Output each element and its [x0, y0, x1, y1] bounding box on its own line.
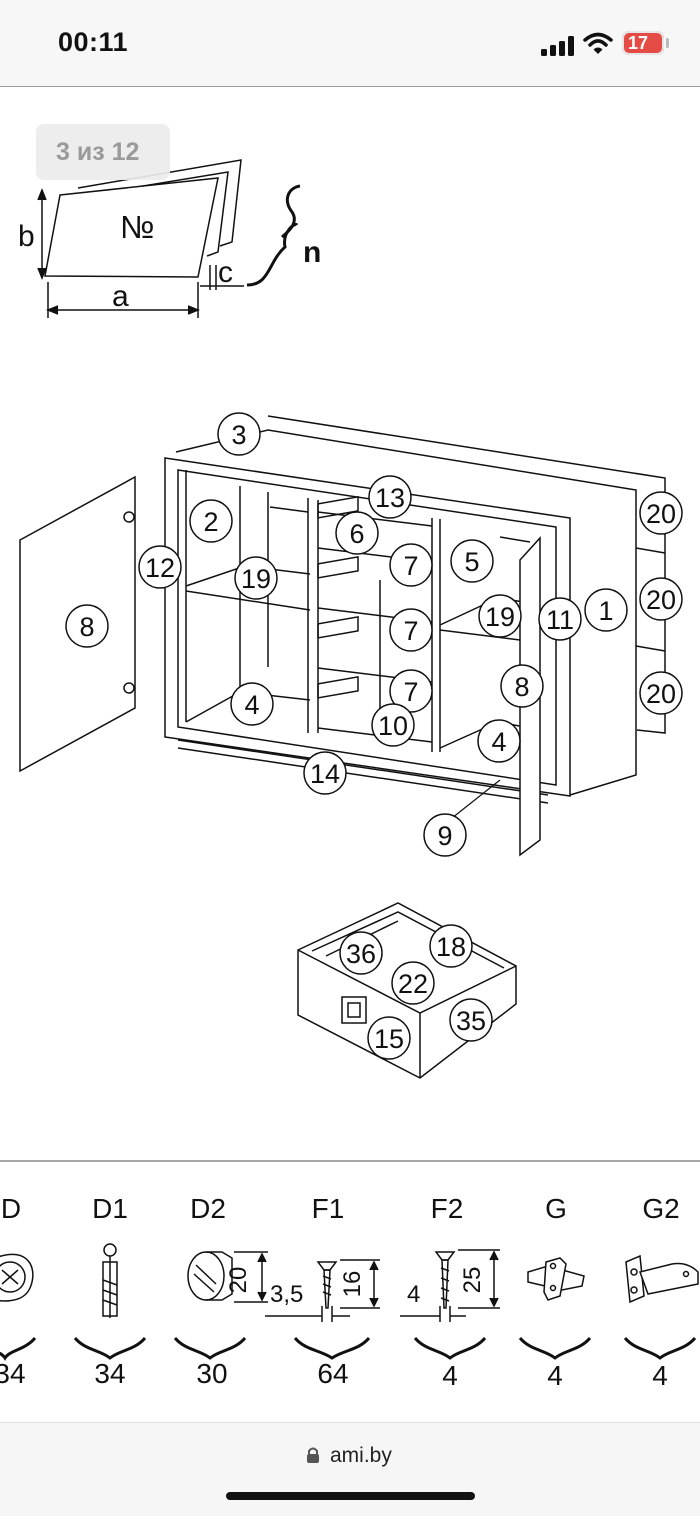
hardware-qty-g2: 4 [652, 1360, 668, 1391]
callout-11: 11 [546, 605, 574, 635]
hardware-qty-f1: 64 [317, 1358, 348, 1389]
callout-6: 6 [349, 519, 364, 549]
hardware-d-drawing [0, 1253, 34, 1302]
dim-c-label: c [218, 256, 233, 289]
quantity-braces [0, 1336, 697, 1361]
f1-width-label: 3,5 [270, 1281, 303, 1308]
hardware-code-f2: F2 [431, 1193, 464, 1224]
status-time: 00:11 [58, 27, 129, 57]
battery-tip [666, 38, 669, 48]
f2-width-label: 4 [407, 1281, 420, 1308]
hardware-code-d2: D2 [190, 1193, 226, 1224]
callout-3: 3 [231, 420, 246, 450]
callout-36: 36 [346, 939, 376, 969]
callout-20-top: 20 [646, 499, 676, 529]
panel-legend-diagram [37, 159, 301, 318]
callout-19-right: 19 [485, 602, 515, 632]
cellular-signal-icon [541, 36, 574, 56]
home-indicator[interactable] [226, 1492, 475, 1500]
callout-9: 9 [437, 821, 452, 851]
hardware-qty-g: 4 [547, 1360, 563, 1391]
hardware-qty-f2: 4 [442, 1360, 458, 1391]
callout-22: 22 [398, 969, 428, 999]
hardware-f1-drawing [265, 1259, 380, 1322]
callout-1: 1 [598, 596, 613, 626]
multiplier-n-label: n [303, 236, 321, 269]
hardware-qty-d2: 30 [196, 1358, 227, 1389]
status-bar: 00:11 17 [0, 0, 700, 87]
callout-19-left: 19 [241, 564, 271, 594]
dim-a-label: a [112, 280, 129, 313]
wifi-icon [583, 32, 613, 54]
callout-10: 10 [378, 711, 408, 741]
callout-7-middle: 7 [403, 616, 418, 646]
hardware-g2-drawing [625, 1254, 699, 1304]
hardware-code-g: G [545, 1193, 567, 1224]
callout-5: 5 [464, 547, 479, 577]
f1-height-label: 16 [339, 1271, 366, 1298]
dim-b-label: b [18, 220, 35, 253]
hardware-qty-d1: 34 [94, 1358, 125, 1389]
callout-20-middle: 20 [646, 585, 676, 615]
callout-8-right: 8 [514, 672, 529, 702]
hardware-code-d1: D1 [92, 1193, 128, 1224]
page-counter-text: 3 из 12 [56, 138, 140, 166]
hardware-d2-drawing [187, 1251, 268, 1303]
hardware-code-g2: G2 [642, 1193, 679, 1224]
callout-20-bottom: 20 [646, 679, 676, 709]
page-counter: 3 из 12 [36, 124, 170, 180]
callout-18: 18 [436, 932, 466, 962]
callout-2: 2 [203, 507, 218, 537]
url-text: ami.by [330, 1444, 392, 1467]
hardware-f2-drawing [400, 1249, 500, 1322]
callout-7-top: 7 [403, 551, 418, 581]
callout-4-left: 4 [244, 690, 259, 720]
callout-15: 15 [374, 1024, 404, 1054]
callout-14: 14 [310, 759, 340, 789]
lock-icon [307, 1447, 319, 1463]
number-sign-label: № [120, 209, 154, 245]
callout-4-right: 4 [491, 727, 506, 757]
callout-7-bottom: 7 [403, 677, 418, 707]
url-address-bar[interactable]: ami.by [330, 1444, 392, 1468]
hardware-code-d: D [1, 1193, 21, 1224]
hardware-g-drawing [527, 1257, 585, 1301]
hardware-code-f1: F1 [312, 1193, 345, 1224]
hardware-d1-drawing [102, 1243, 118, 1318]
f2-height-label: 25 [459, 1267, 486, 1294]
callouts [65, 412, 683, 1060]
callout-8-left: 8 [79, 612, 94, 642]
callout-35: 35 [456, 1006, 486, 1036]
callout-13: 13 [375, 483, 405, 513]
browser-bottom-bar [0, 1422, 700, 1516]
hardware-qty-d: 34 [0, 1358, 26, 1389]
assembly-drawing[interactable]: b a c № n 3 13 20 20 [0, 0, 700, 1420]
battery-level: 17 [628, 33, 649, 53]
d2-dim-label: 20 [225, 1267, 252, 1294]
callout-12: 12 [145, 553, 175, 583]
battery-icon: 17 [622, 31, 664, 55]
